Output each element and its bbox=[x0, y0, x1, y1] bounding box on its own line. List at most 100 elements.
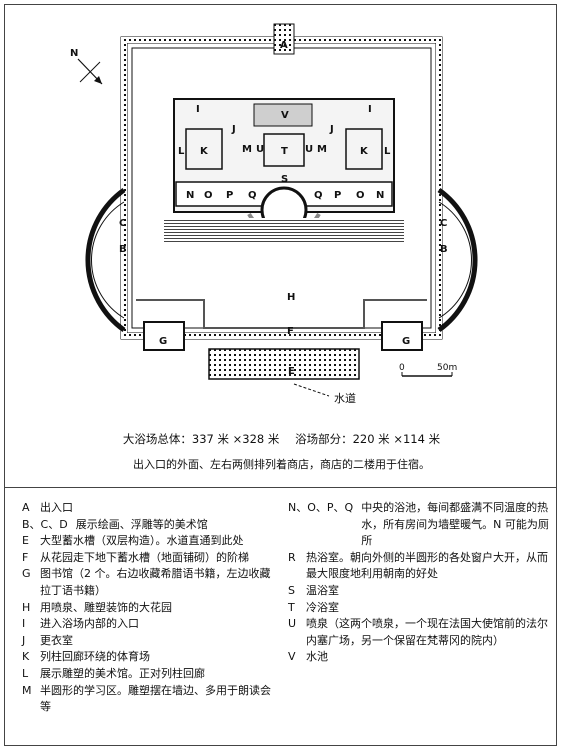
scale-zero: 0 bbox=[399, 363, 405, 373]
legend-text: 热浴室。朝向外侧的半圆形的各处窗户大开，从而最大限度地利用朝南的好处 bbox=[306, 550, 548, 581]
garden-edge bbox=[136, 299, 427, 329]
legend-item: V 水池 bbox=[288, 649, 550, 666]
legend-item: J 更衣室 bbox=[22, 633, 280, 650]
label-s: S bbox=[281, 174, 288, 185]
exedra-right bbox=[437, 187, 478, 333]
label-m-right: M bbox=[317, 144, 327, 155]
legend-key: K bbox=[22, 650, 30, 664]
scale-bar: 0 50m bbox=[399, 363, 457, 377]
legend-key: G bbox=[22, 567, 31, 581]
scale-end: 50m bbox=[437, 363, 457, 373]
dims-total: 大浴场总体：337 米 ×328 米 bbox=[122, 432, 280, 446]
legend-text: 展示绘画、浮雕等的美术馆 bbox=[75, 517, 208, 531]
legend-key: B、C、D bbox=[22, 517, 68, 531]
legend-key: L bbox=[22, 666, 29, 680]
label-b-right: B bbox=[440, 244, 448, 255]
label-v: V bbox=[281, 110, 289, 121]
label-j-left: J bbox=[231, 124, 236, 135]
label-t: T bbox=[281, 146, 288, 157]
label-c: C bbox=[119, 218, 126, 229]
legend-key: H bbox=[22, 600, 31, 614]
label-g-right: G bbox=[402, 336, 410, 347]
label-i-left: I bbox=[196, 104, 200, 115]
label-b: B bbox=[119, 244, 127, 255]
legend-item: G 图书馆（2 个。右边收藏希腊语书籍，左边收藏拉丁语书籍） bbox=[22, 566, 280, 599]
legend-key: V bbox=[288, 650, 296, 664]
label-l-right: L bbox=[384, 146, 391, 157]
legend-item: F 从花园走下地下蓄水槽（地面铺砌）的阶梯 bbox=[22, 550, 280, 567]
label-q-left: Q bbox=[248, 190, 257, 201]
label-h: H bbox=[287, 292, 295, 303]
legend-text: 图书馆（2 个。右边收藏希腊语书籍，左边收藏拉丁语书籍） bbox=[40, 567, 271, 597]
legend-item: L 展示雕塑的美术馆。正对列柱回廊 bbox=[22, 666, 280, 683]
legend-key: I bbox=[22, 617, 26, 631]
legend-text: 水池 bbox=[306, 650, 328, 664]
legend-text: 从花园走下地下蓄水槽（地面铺砌）的阶梯 bbox=[40, 550, 249, 564]
label-j-right: J bbox=[329, 124, 334, 135]
legend-item: H 用喷泉、雕塑装饰的大花园 bbox=[22, 600, 280, 617]
north-label: N bbox=[70, 48, 78, 59]
legend-key: E bbox=[22, 534, 29, 548]
label-k-right: K bbox=[360, 146, 369, 157]
label-u-right: U bbox=[305, 144, 313, 155]
legend-item: I 进入浴场内部的入口 bbox=[22, 616, 280, 633]
legend-key: R bbox=[288, 550, 296, 564]
legend-key: S bbox=[288, 583, 295, 597]
legend-text: 温浴室 bbox=[306, 583, 339, 597]
cistern bbox=[208, 348, 360, 380]
label-f: F bbox=[287, 326, 294, 337]
label-i-right: I bbox=[368, 104, 372, 115]
dimensions: 大浴场总体：337 米 ×328 米 浴场部分：220 米 ×114 米 bbox=[0, 430, 563, 448]
legend-item: M 半圆形的学习区。雕塑摆在墙边、多用于朗读会等 bbox=[22, 683, 280, 716]
legend-text: 展示雕塑的美术馆。正对列柱回廊 bbox=[40, 666, 205, 680]
dims-bath: 浴场部分：220 米 ×114 米 bbox=[295, 432, 441, 446]
outer-enclosure bbox=[120, 23, 443, 340]
legend-key: M bbox=[22, 683, 32, 697]
library-left bbox=[143, 321, 185, 351]
label-o-left: O bbox=[204, 190, 213, 201]
label-p-right: P bbox=[334, 190, 341, 201]
legend-key: F bbox=[22, 550, 29, 564]
label-l-left: L bbox=[178, 146, 185, 157]
aqueduct-line bbox=[293, 383, 330, 397]
plan-caption: 出入口的外面、左右两侧排列着商店，商店的二楼用于住宿。 bbox=[133, 458, 430, 471]
label-e: E bbox=[288, 366, 295, 377]
legend-text: 进入浴场内部的入口 bbox=[40, 617, 139, 631]
north-arrow-icon: N bbox=[70, 48, 103, 85]
bath-block bbox=[173, 98, 395, 237]
label-p-left: P bbox=[226, 190, 233, 201]
legend-text: 更衣室 bbox=[40, 633, 73, 647]
legend-text: 大型蓄水槽（双层构造）。水道直通到此处 bbox=[40, 534, 244, 548]
legend-key: J bbox=[22, 633, 26, 647]
label-m-left: M bbox=[242, 144, 252, 155]
legend-item: R 热浴室。朝向外侧的半圆形的各处窗户大开，从而最大限度地利用朝南的好处 bbox=[288, 550, 550, 583]
exedra-left bbox=[85, 187, 126, 333]
label-q-right: Q bbox=[314, 190, 323, 201]
colonnade-field bbox=[164, 218, 404, 242]
legend-item: B、C、D 展示绘画、浮雕等的美术馆 bbox=[22, 517, 280, 534]
label-g-left: G bbox=[159, 336, 167, 347]
legend-text: 出入口 bbox=[40, 501, 73, 514]
legend-text: 半圆形的学习区。雕塑摆在墙边、多用于朗读会等 bbox=[40, 683, 271, 714]
water-label: 水道 bbox=[334, 391, 356, 405]
label-n-left: N bbox=[186, 190, 194, 201]
legend-item: N、O、P、Q 中央的浴池，每间都盛满不同温度的热水，所有房间为墙壁暖气。N 可能… bbox=[288, 500, 550, 550]
label-u-left: U bbox=[256, 144, 264, 155]
legend-text: 冷浴室 bbox=[306, 600, 339, 614]
legend-text: 喷泉（这两个喷泉，一个现在法国大使馆前的法尔内塞广场，另一个保留在梵蒂冈的院内） bbox=[306, 617, 548, 647]
legend-text: 用喷泉、雕塑装饰的大花园 bbox=[40, 600, 172, 614]
label-n-right: N bbox=[376, 190, 384, 201]
legend-item: S 温浴室 bbox=[288, 583, 550, 600]
label-k-left: K bbox=[200, 146, 209, 157]
label-a: A bbox=[280, 40, 288, 51]
legend-key: N、O、P、Q bbox=[288, 501, 354, 514]
divider bbox=[4, 487, 557, 488]
legend-item: U 喷泉（这两个喷泉，一个现在法国大使馆前的法尔内塞广场，另一个保留在梵蒂冈的院内… bbox=[288, 616, 550, 649]
library-right bbox=[381, 321, 423, 351]
legend-text: 中央的浴池，每间都盛满不同温度的热水，所有房间为墙壁暖气。N 可能为厕所 bbox=[361, 501, 549, 548]
figure-frame bbox=[4, 4, 557, 746]
legend-key: U bbox=[288, 617, 297, 631]
